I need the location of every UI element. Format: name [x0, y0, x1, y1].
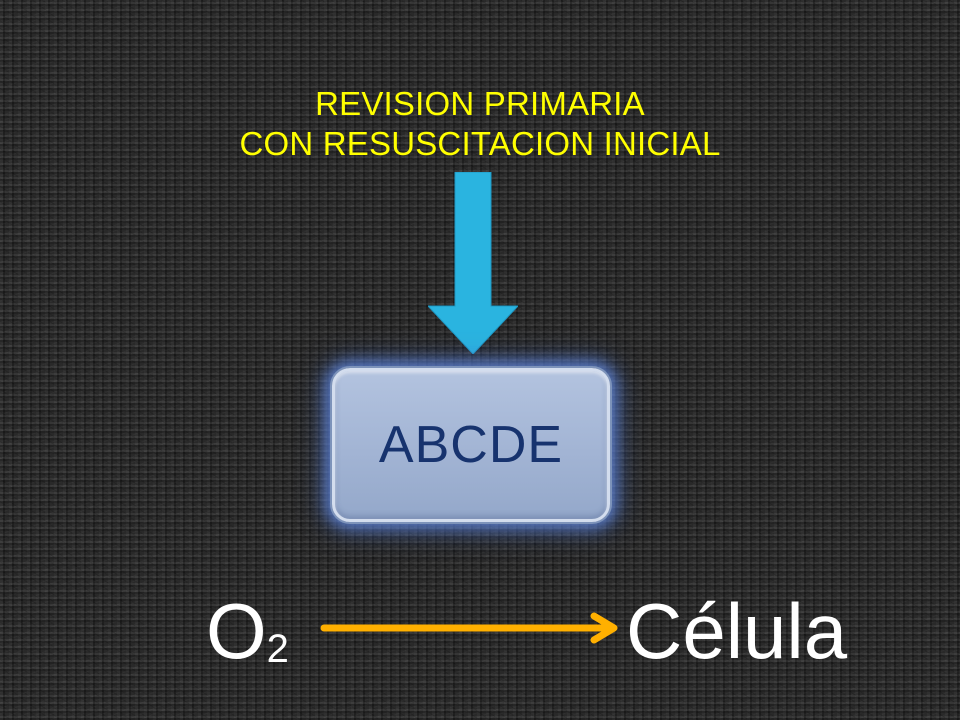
- title-line-2: CON RESUSCITACION INICIAL: [239, 125, 721, 162]
- oxygen-subscript: 2: [266, 627, 289, 671]
- flow-arrow-icon: [320, 612, 618, 644]
- title-line-1: REVISION PRIMARIA: [315, 85, 645, 122]
- abcde-label: ABCDE: [378, 416, 564, 474]
- slide-title: REVISION PRIMARIA CON RESUSCITACION INIC…: [0, 84, 960, 164]
- abcde-box: ABCDE: [332, 368, 610, 522]
- oxygen-label: O2: [206, 586, 289, 690]
- cell-label: Célula: [626, 587, 848, 675]
- down-arrow-shape: [428, 172, 518, 354]
- flow-arrow-head: [590, 612, 618, 644]
- oxygen-symbol: O: [206, 587, 267, 675]
- down-arrow-icon: [428, 172, 518, 354]
